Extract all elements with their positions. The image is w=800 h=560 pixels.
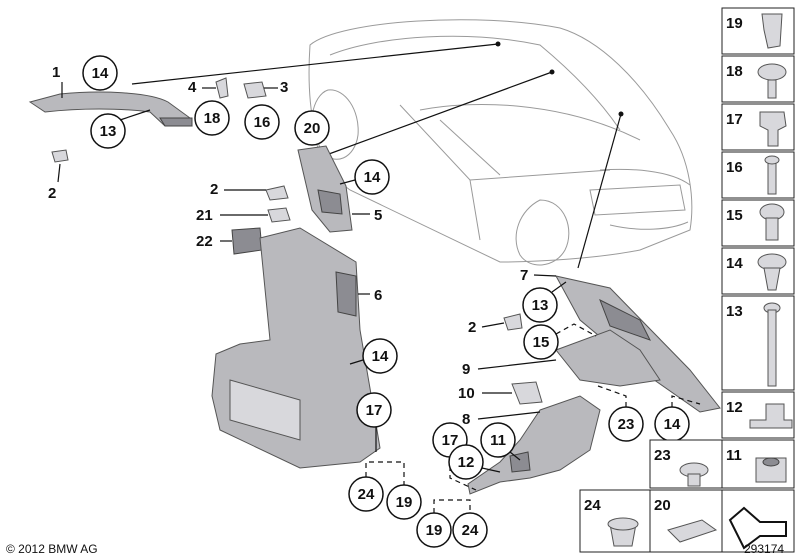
svg-text:24: 24	[358, 486, 375, 503]
copyright-text: © 2012 BMW AG	[6, 542, 98, 556]
side-label-17: 17	[726, 111, 743, 128]
side-label-16: 16	[726, 159, 743, 176]
label-2c: 2	[468, 319, 476, 336]
side-label-18: 18	[726, 63, 743, 80]
bracket-20-drawing	[667, 519, 718, 543]
callout-19b: 19	[416, 512, 452, 548]
rivet-16-drawing	[767, 159, 777, 195]
svg-text:13: 13	[100, 123, 117, 140]
callout-18: 18	[194, 100, 230, 136]
part-clip-2c	[503, 313, 523, 331]
grommet-24-head	[607, 517, 639, 531]
svg-text:14: 14	[372, 348, 389, 365]
part-clip-2b	[265, 185, 289, 201]
label-21: 21	[196, 207, 213, 224]
svg-text:18: 18	[204, 110, 221, 127]
callout-15: 15	[523, 324, 559, 360]
side-label-12: 12	[726, 399, 743, 416]
diagram-id: 293174	[744, 542, 784, 556]
callout-12: 12	[448, 444, 484, 480]
callout-14b: 14	[354, 159, 390, 195]
clip-12-drawing	[749, 403, 793, 429]
part-a-pillar-trim	[28, 91, 193, 127]
label-4: 4	[188, 79, 197, 96]
label-7: 7	[520, 267, 528, 284]
label-22: 22	[196, 233, 213, 250]
part-c-pillar-trim	[555, 275, 721, 413]
side-label-13: 13	[726, 303, 743, 320]
part-b-pillar-upper	[297, 145, 353, 233]
part-b-pillar-lower	[211, 227, 381, 469]
clip-19-drawing	[761, 13, 783, 49]
bottom-fastener-panel: 23 11 24 20	[579, 439, 795, 553]
callout-24b: 24	[452, 512, 488, 548]
part-clip-10	[511, 381, 543, 405]
callout-16: 16	[244, 104, 280, 140]
bottom-label-11: 11	[726, 447, 742, 464]
svg-text:17: 17	[442, 432, 459, 449]
callout-20: 20	[294, 110, 330, 146]
label-5: 5	[374, 207, 382, 224]
label-8: 8	[462, 411, 470, 428]
clip-15-shank	[765, 217, 779, 241]
screw-18-shank	[767, 79, 777, 99]
svg-text:11: 11	[490, 432, 506, 449]
label-2a: 2	[48, 185, 56, 202]
callout-14a: 14	[82, 55, 118, 91]
callout-19a: 19	[386, 484, 422, 520]
screw-13-shank	[767, 309, 777, 387]
svg-text:14: 14	[364, 169, 381, 186]
svg-text:12: 12	[458, 454, 475, 471]
svg-text:19: 19	[426, 522, 443, 539]
label-9: 9	[462, 361, 470, 378]
side-label-15: 15	[726, 207, 743, 224]
part-grille-22	[231, 227, 263, 255]
callout-17a: 17	[356, 392, 392, 428]
label-6: 6	[374, 287, 382, 304]
callout-13a: 13	[90, 113, 126, 149]
part-bracket-21	[267, 207, 291, 223]
part-trim-9	[555, 329, 661, 387]
label-1: 1	[52, 64, 60, 81]
svg-text:17: 17	[366, 402, 383, 419]
bottom-label-24: 24	[584, 497, 601, 514]
clip-17-drawing	[759, 111, 787, 147]
part-clip-4	[215, 77, 229, 99]
svg-text:14: 14	[664, 416, 681, 433]
bottom-label-23: 23	[654, 447, 671, 464]
label-10: 10	[458, 385, 475, 402]
callout-14c: 14	[362, 338, 398, 374]
svg-text:19: 19	[396, 494, 413, 511]
svg-text:24: 24	[462, 522, 479, 539]
clip-14-shank	[763, 267, 781, 291]
label-3: 3	[280, 79, 288, 96]
clip-23-shank	[687, 473, 701, 487]
svg-text:14: 14	[92, 65, 109, 82]
svg-text:16: 16	[254, 114, 271, 131]
side-label-14: 14	[726, 255, 743, 272]
car-outline	[308, 19, 693, 266]
side-label-19: 19	[726, 15, 743, 32]
callout-14d: 14	[654, 406, 690, 442]
label-2b: 2	[210, 181, 218, 198]
part-clip-2a	[51, 149, 69, 163]
fastener-panel: 19 18 17 16 15 14 13 12	[721, 7, 795, 439]
bottom-label-20: 20	[654, 497, 671, 514]
callout-11: 11	[480, 422, 516, 458]
svg-text:15: 15	[533, 334, 550, 351]
callout-23: 23	[608, 406, 644, 442]
svg-text:23: 23	[618, 416, 635, 433]
callout-24a: 24	[348, 476, 384, 512]
rivet-16-head	[764, 155, 780, 165]
svg-text:13: 13	[532, 297, 549, 314]
nut-11-hole	[762, 457, 780, 467]
symbol-arrow-icon	[728, 506, 787, 550]
screw-18-head	[757, 63, 787, 81]
part-clip-3	[243, 81, 267, 99]
svg-text:20: 20	[304, 120, 321, 137]
callout-13b: 13	[522, 287, 558, 323]
part-lower-trim-8	[467, 395, 601, 495]
